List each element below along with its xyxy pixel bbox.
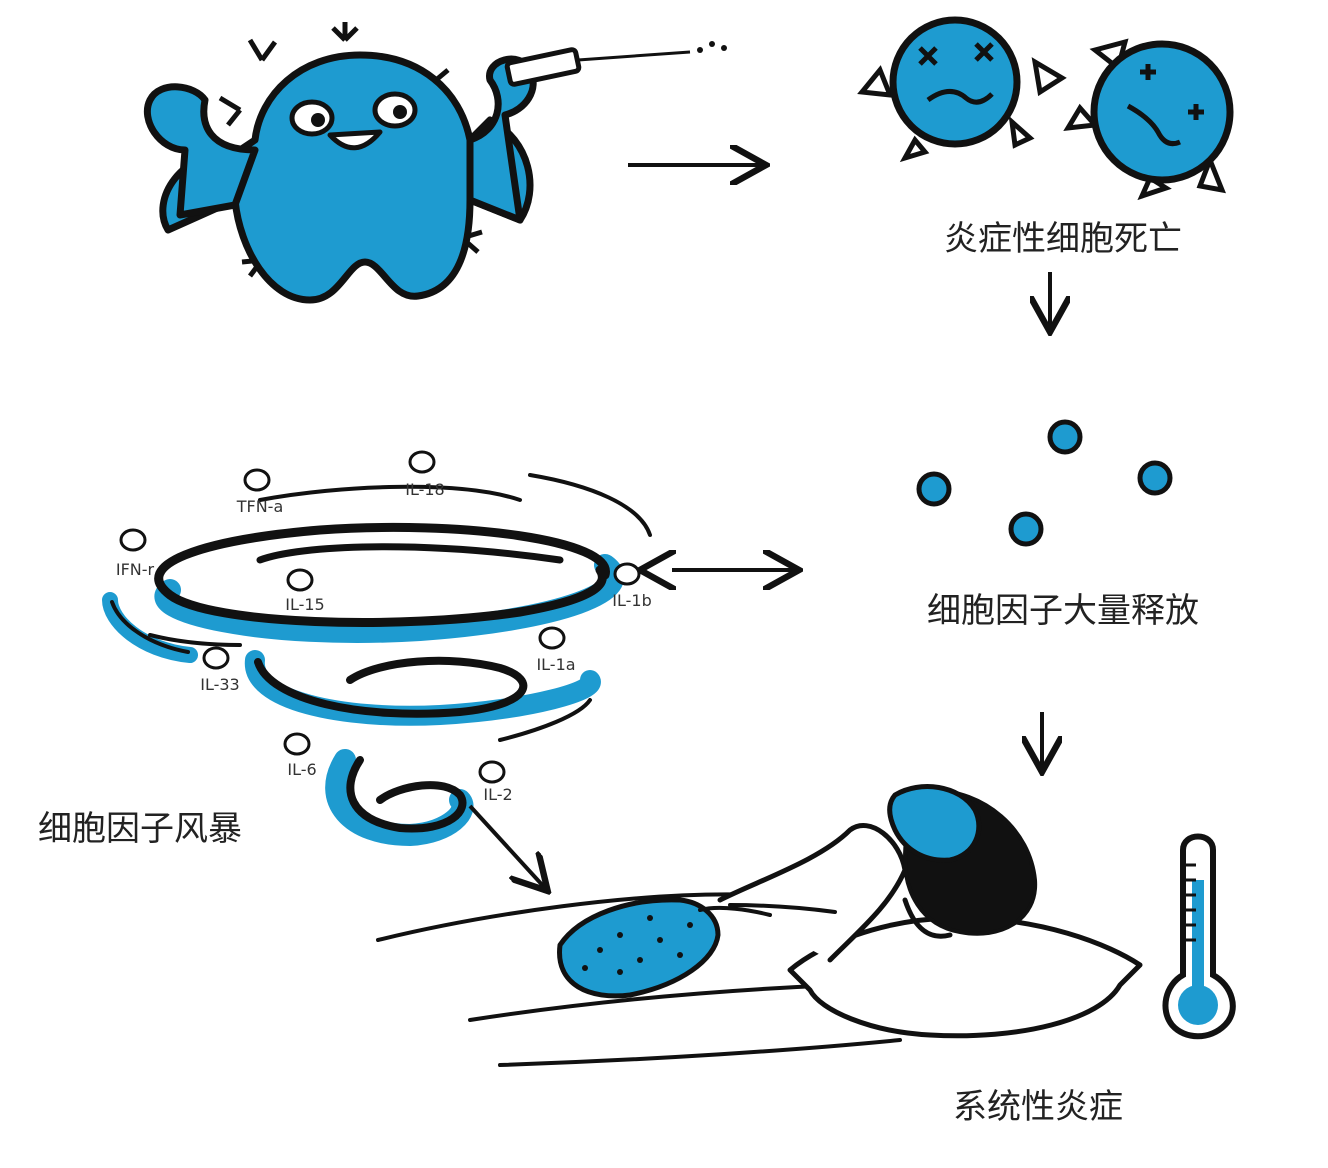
- svg-text:IL-6: IL-6: [287, 760, 316, 779]
- tornado-icon: [102, 473, 652, 847]
- cytokine-ifn-r: IFN-r: [116, 528, 155, 579]
- svg-text:IL-15: IL-15: [285, 595, 324, 614]
- sick-person-icon: [376, 784, 1143, 1067]
- cytokine-il-6: IL-6: [283, 732, 317, 779]
- arrow-to-patient: [468, 804, 545, 888]
- svg-text:TFN-a: TFN-a: [236, 497, 284, 516]
- cytokine-il-18: IL-18: [405, 450, 445, 499]
- label-systemic-inflammation: 系统性炎症: [953, 1087, 1123, 1127]
- label-cytokine-release: 细胞因子大量释放: [927, 591, 1199, 631]
- cytokine-tfn-a: TFN-a: [236, 468, 284, 516]
- svg-text:IL-1a: IL-1a: [536, 655, 575, 674]
- svg-text:IFN-r: IFN-r: [116, 560, 155, 579]
- label-cytokine-storm: 细胞因子风暴: [38, 809, 242, 849]
- syringe-icon: [504, 41, 727, 87]
- svg-text:IL-2: IL-2: [483, 785, 512, 804]
- svg-text:IL-33: IL-33: [200, 675, 239, 694]
- svg-text:IL-1b: IL-1b: [612, 591, 651, 610]
- cytokine-il-1b: IL-1b: [612, 562, 652, 610]
- monster-cell-icon: [143, 22, 537, 304]
- dead-cell-icon: [857, 16, 1067, 163]
- cytokine-il-2: IL-2: [478, 760, 513, 804]
- thermometer-icon: [1162, 833, 1236, 1040]
- label-inflammatory-cell-death: 炎症性细胞死亡: [944, 219, 1182, 259]
- cytokine-dot-icon: [916, 419, 1173, 547]
- cytokine-il-1a: IL-1a: [536, 626, 576, 674]
- cytokine-il-33: IL-33: [200, 646, 240, 694]
- svg-text:IL-18: IL-18: [405, 480, 444, 499]
- dead-cell-icon: [1063, 38, 1234, 201]
- cytokine-il-15: IL-15: [285, 568, 325, 614]
